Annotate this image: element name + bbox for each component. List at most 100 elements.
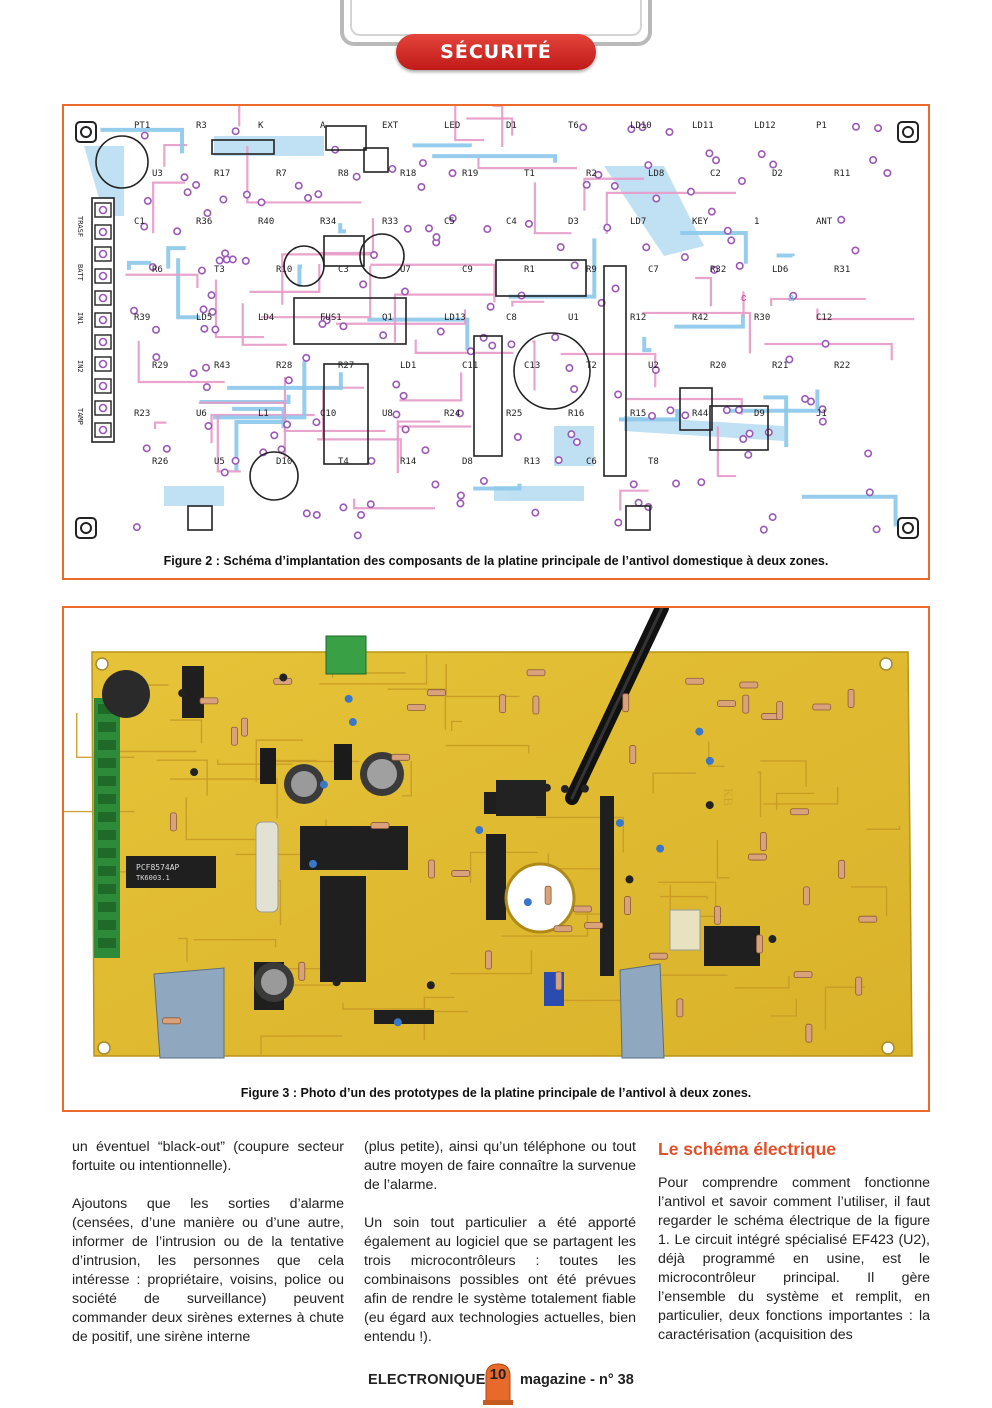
pcb-component-label: LD6 (772, 265, 788, 275)
component-outlines (95, 125, 769, 531)
pcb-component-label: C11 (462, 361, 478, 371)
pcb-component-label: R43 (214, 361, 230, 371)
pcb-component-label: R15 (630, 409, 646, 419)
pcb-label-c: c (741, 292, 747, 304)
text-column-2: (plus petite), ainsi qu’un téléphone ou … (364, 1138, 636, 1366)
pcb-component-label: ANT (816, 217, 833, 227)
pcb-component-label: C6 (586, 457, 597, 467)
pcb-component-label: R16 (568, 409, 584, 419)
pcb-traces (100, 106, 915, 527)
footer-magazine-name: ELECTRONIQUE (368, 1372, 486, 1388)
capacitors (254, 744, 404, 1002)
paragraph: Pour comprendre comment fonctionne l’ant… (658, 1175, 930, 1343)
pcb-component-label: D3 (568, 217, 579, 227)
pcb-component-label: R17 (214, 169, 230, 179)
pcb-component-label: U7 (400, 265, 411, 275)
pcb-component-label: LED (444, 121, 460, 131)
pcb-component-label: K (258, 121, 264, 131)
terminal-label: TAMP (76, 408, 84, 425)
pcb-component-label: R44 (692, 409, 708, 419)
pcb-component-label: C12 (816, 313, 832, 323)
silkscreen-kb: KB (721, 788, 736, 806)
pcb-component-label: R34 (320, 217, 336, 227)
text-column-3: Le schéma électrique Pour comprendre com… (658, 1138, 930, 1364)
pcb-component-label: R26 (152, 457, 168, 467)
pcb-component-label: R23 (134, 409, 150, 419)
center-hole (504, 862, 576, 934)
page-number: 10 (489, 1366, 507, 1383)
paragraph: (plus petite), ainsi qu’un téléphone ou … (364, 1139, 636, 1193)
pcb-component-label: T1 (524, 169, 535, 179)
figure-3: PCF8574AP TK6003.1 KB Figure 3 : Photo d… (62, 606, 930, 1112)
top-connector (325, 635, 367, 675)
page-footer: ELECTRONIQUE 10 magazine - n° 38 (0, 1363, 992, 1408)
pcb-component-label: R19 (462, 169, 478, 179)
pcb-component-label: R22 (834, 361, 850, 371)
pcb-component-label: 1 (754, 217, 759, 227)
pcb-component-label: C9 (462, 265, 473, 275)
pcb-component-label: U5 (214, 457, 225, 467)
pcb-component-label: R40 (258, 217, 274, 227)
pcb-component-label: R31 (834, 265, 850, 275)
pcb-component-label: D8 (462, 457, 473, 467)
section-label: SÉCURITÉ (396, 34, 596, 70)
pcb-component-label: LD11 (692, 121, 714, 131)
section-heading: Le schéma électrique (658, 1139, 836, 1159)
paragraph: Ajoutons que les sorties d’alarme (censé… (72, 1196, 344, 1345)
pcb-component-label: R24 (444, 409, 460, 419)
terminal-label: BATT (76, 264, 84, 282)
pcb-component-label: C2 (710, 169, 721, 179)
pcb-component-label: A (320, 121, 326, 131)
pcb-component-label: LD13 (444, 313, 466, 323)
pcb-component-label: T8 (648, 457, 659, 467)
pcb-component-label: D9 (754, 409, 765, 419)
header-frame-inner (350, 0, 642, 36)
pcb-component-label: FUS1 (320, 313, 342, 323)
pcb-photo: PCF8574AP TK6003.1 KB (64, 608, 928, 1078)
pcb-component-label: T3 (214, 265, 225, 275)
pcb-pads (130, 122, 892, 540)
pcb-component-label: R21 (772, 361, 788, 371)
pcb-component-label: C5 (444, 217, 455, 227)
pcb-label-a: a (788, 292, 795, 304)
led-page-icon (483, 1363, 513, 1405)
footer-issue: magazine - n° 38 (520, 1372, 634, 1388)
pcb-component-label: D2 (772, 169, 783, 179)
pcb-component-label: LD7 (630, 217, 646, 227)
pcb-component-label: R25 (506, 409, 522, 419)
pcb-component-label: D1 (506, 121, 517, 131)
pcb-component-label: LD12 (754, 121, 776, 131)
pcb-component-label: R42 (692, 313, 708, 323)
pcb-component-label: C1 (134, 217, 145, 227)
pcb-component-label: R6 (152, 265, 163, 275)
pcb-component-label: KEY (692, 217, 709, 227)
chip-text-2: TK6003.1 (136, 874, 170, 882)
pcb-component-label: R1 (524, 265, 535, 275)
pcb-component-label: U8 (382, 409, 393, 419)
mounting-holes (75, 121, 919, 539)
pcb-component-label: LD8 (648, 169, 664, 179)
figure-3-caption: Figure 3 : Photo d’un des prototypes de … (240, 1086, 752, 1100)
pcb-component-label: R39 (134, 313, 150, 323)
pcb-component-label: C7 (648, 265, 659, 275)
pcb-component-label: EXT (382, 121, 399, 131)
pcb-component-label: U3 (152, 169, 163, 179)
pcb-component-label: U2 (648, 361, 659, 371)
pcb-component-label: R11 (834, 169, 850, 179)
pcb-component-label: PT1 (134, 121, 150, 131)
pcb-component-label: R20 (710, 361, 726, 371)
pcb-component-label: D10 (276, 457, 292, 467)
pcb-component-label: R10 (276, 265, 292, 275)
pcb-component-label: R9 (586, 265, 597, 275)
pcb-component-label: R27 (338, 361, 354, 371)
pcb-component-label: T4 (338, 457, 349, 467)
pcb-component-label: R30 (754, 313, 770, 323)
paragraph: un éventuel “black-out” (coupure secteur… (72, 1139, 344, 1174)
paragraph: Un soin tout particulier a été apporté é… (364, 1215, 636, 1345)
pcb-component-label: J1 (816, 409, 827, 419)
pcb-component-label: R2 (586, 169, 597, 179)
figure-2-caption: Figure 2 : Schéma d’implantation des com… (163, 554, 829, 568)
pcb-component-label: C3 (338, 265, 349, 275)
pcb-component-label: T2 (586, 361, 597, 371)
